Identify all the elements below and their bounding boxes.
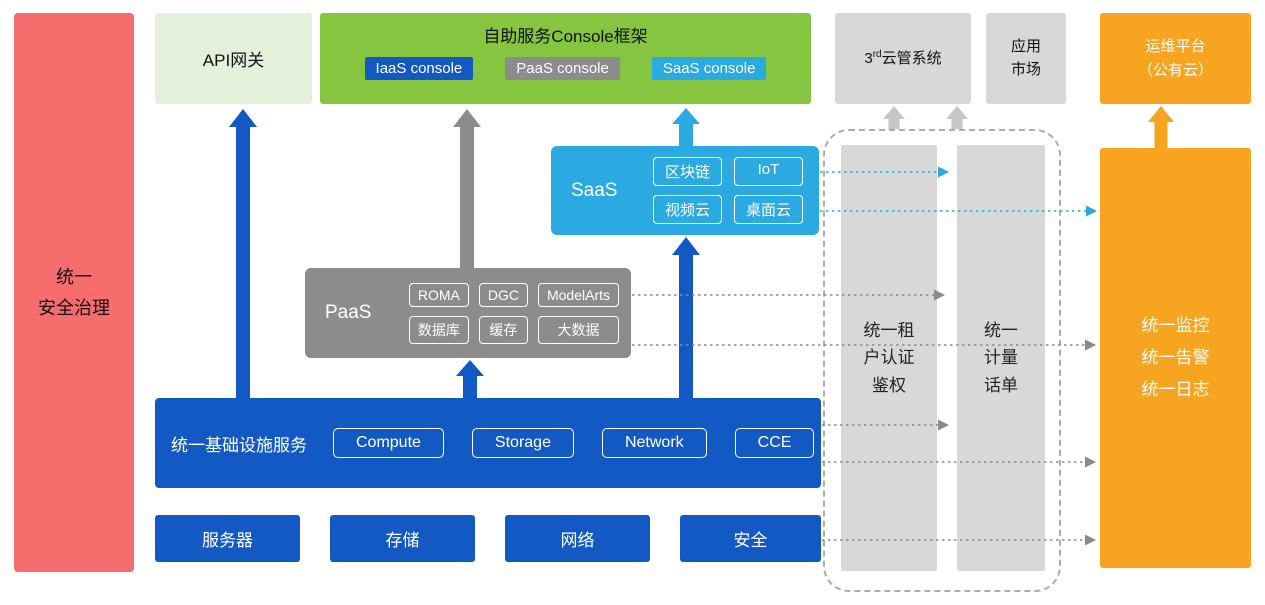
saas-console-chip: SaaS console [651,57,767,80]
paas-service-dgc: DGC [478,282,528,307]
tenant-auth-rail: 统一租 户认证 鉴权 [841,145,937,571]
paas-box: PaaS ROMA DGC ModelArts 数据库 缓存 大数据 [305,268,631,358]
third-party-cloud-mgmt-label: 3rd云管系统 [864,48,942,67]
monitoring-label: 统一监控 统一告警 统一日志 [1141,315,1210,400]
console-chips: IaaS console PaaS console SaaS console [364,57,767,80]
metering-label: 统一 计量 话单 [984,321,1018,395]
paas-service-cache: 缓存 [478,315,528,344]
saas-label: SaaS [571,179,618,201]
infrastructure-box: 统一基础设施服务 Compute Storage Network CCE [155,398,821,488]
security-governance-bar: 统一 安全治理 [14,13,134,572]
paas-service-bigdata: 大数据 [537,315,619,344]
hardware-storage-label: 存储 [385,531,420,550]
paas-console-chip: PaaS console [505,57,620,80]
hardware-server-label: 服务器 [202,531,253,550]
infra-service-storage: Storage [471,428,574,458]
hardware-security-box: 安全 [680,515,821,562]
arrow-infra-to-api-gateway [229,109,257,398]
saas-service-desktop-cloud: 桌面云 [733,195,803,224]
saas-services: 区块链 IoT 视频云 桌面云 [652,157,803,224]
paas-services: ROMA DGC ModelArts 数据库 缓存 大数据 [408,282,619,344]
hardware-server-box: 服务器 [155,515,300,562]
app-market-box: 应用 市场 [986,13,1066,104]
iaas-console-chip: IaaS console [364,57,474,80]
infra-service-cce: CCE [734,428,815,458]
arrow-rails-to-third-party [883,106,905,129]
arrow-infra-to-paas [456,360,484,398]
third-party-cloud-mgmt-box: 3rd云管系统 [835,13,971,104]
arrow-paas-to-console [453,109,481,268]
monitoring-rail: 统一监控 统一告警 统一日志 [1100,148,1251,568]
infrastructure-services: Compute Storage Network CCE [333,428,815,458]
infra-service-network: Network [601,428,707,458]
metering-rail: 统一 计量 话单 [957,145,1045,571]
saas-service-video-cloud: 视频云 [652,195,722,224]
console-frame-box: 自助服务Console框架 IaaS console PaaS console … [320,13,811,104]
paas-service-database: 数据库 [408,315,469,344]
arrow-monitoring-to-ops-platform [1148,106,1174,148]
tenant-auth-label: 统一租 户认证 鉴权 [863,321,915,395]
hardware-storage-box: 存储 [330,515,475,562]
arrow-saas-to-console [672,108,700,146]
arrow-rails-to-app-market [946,106,968,129]
saas-service-blockchain: 区块链 [652,157,722,186]
ops-platform-box: 运维平台 （公有云） [1100,13,1251,104]
paas-label: PaaS [325,302,372,323]
ops-platform-label: 运维平台 （公有云） [1137,38,1213,79]
api-gateway-label: API网关 [202,51,265,70]
app-market-label: 应用 市场 [1010,38,1041,78]
hardware-network-box: 网络 [505,515,650,562]
console-frame-title: 自助服务Console框架 [483,27,648,46]
saas-service-iot: IoT [733,157,803,186]
infrastructure-label: 统一基础设施服务 [171,435,307,455]
paas-service-roma: ROMA [408,282,469,307]
arrow-infra-to-saas [672,237,700,398]
security-governance-label: 统一 安全治理 [38,266,110,318]
saas-box: SaaS 区块链 IoT 视频云 桌面云 [551,146,819,235]
paas-service-modelarts: ModelArts [537,282,619,307]
api-gateway-box: API网关 [155,13,312,104]
infra-service-compute: Compute [333,428,444,458]
shared-services-dashed-container [823,129,1061,592]
hardware-network-label: 网络 [560,531,595,550]
hardware-security-label: 安全 [733,531,768,550]
